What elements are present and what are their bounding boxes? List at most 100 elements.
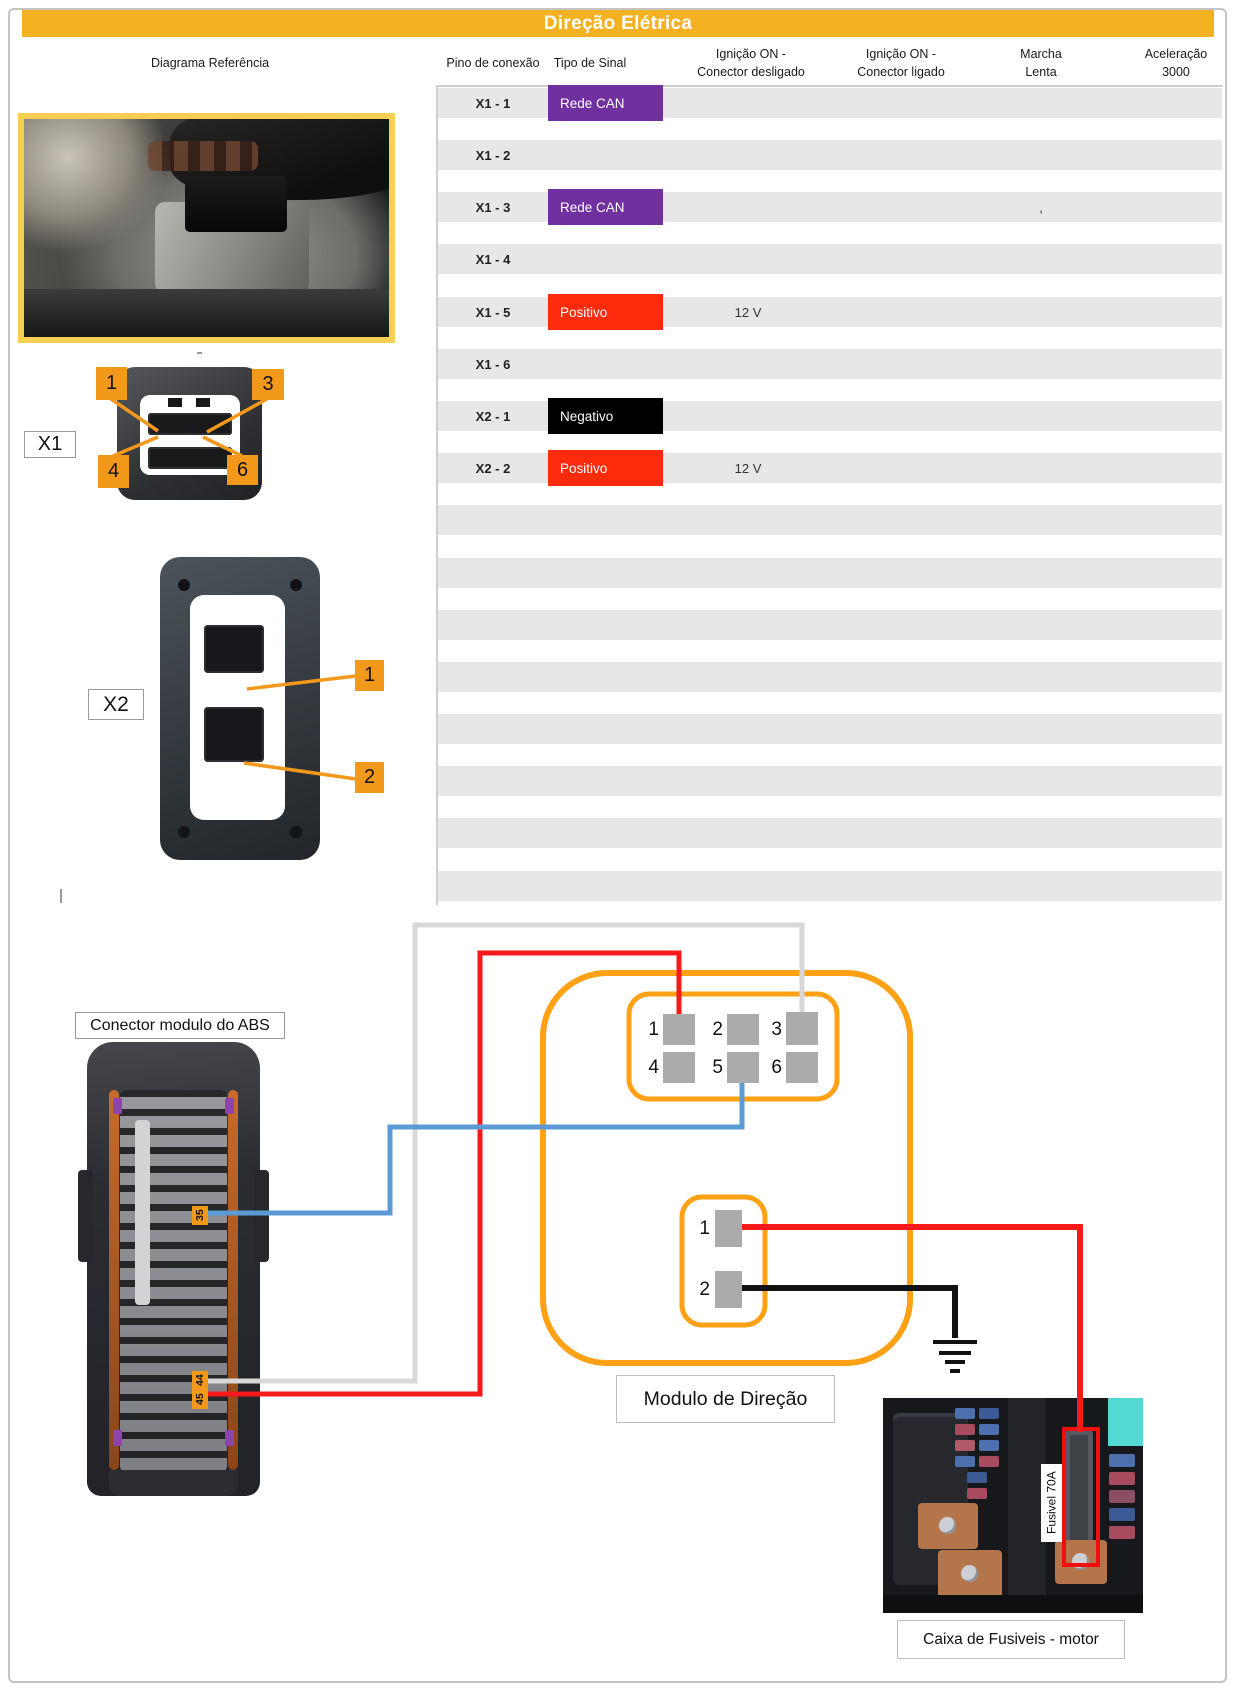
abs-pin-tag-44: 44 — [192, 1371, 208, 1390]
connector6-pin-number-4: 4 — [648, 1057, 659, 1078]
abs-violet-accent — [225, 1430, 234, 1446]
abs-key-channel — [135, 1120, 150, 1305]
engine-pipes — [148, 140, 258, 172]
pin-label: X1 - 6 — [475, 356, 511, 372]
table-row-x2-2: X2 - 2 Positivo 12 V — [438, 450, 1222, 486]
mini-fuse — [1109, 1472, 1135, 1485]
x2-terminal-2 — [204, 707, 264, 762]
motor-connector — [184, 175, 287, 233]
abs-ear-right — [254, 1170, 269, 1262]
table-row-x1-3: X1 - 3 Rede CAN , — [438, 189, 1222, 225]
mini-fuse — [967, 1472, 987, 1483]
fuse-highlight-outline — [1062, 1427, 1100, 1567]
x2-label: X2 — [88, 689, 144, 720]
abs-violet-accent — [113, 1430, 122, 1446]
ignicao-desligado-value: 12 V — [734, 460, 762, 476]
abs-connector-photo — [78, 1042, 269, 1496]
table-row-empty — [438, 662, 1222, 692]
signal-chip: Positivo — [548, 450, 663, 486]
column-header-ignicao-desligado: Ignição ON - Conector desligado — [697, 46, 805, 79]
x1-pin-tag-3: 3 — [252, 369, 284, 400]
mini-fuse — [955, 1408, 975, 1419]
x2-pin-tag-1: 1 — [355, 660, 384, 691]
section-divider — [436, 85, 438, 905]
x1-pin-tag-6: 6 — [227, 455, 258, 485]
x2-pin-tag-2: 2 — [355, 762, 384, 793]
table-row-x1-2: X1 - 2 — [438, 140, 1222, 170]
engine-bay-photo — [18, 113, 395, 343]
column-header-ignicao-ligado: Ignição ON - Conector ligado — [857, 46, 945, 79]
x2-bolt — [178, 826, 190, 838]
mini-fuse — [979, 1440, 999, 1451]
fusebox-bottom — [883, 1595, 1143, 1613]
connector6-pin-number-3: 3 — [771, 1019, 782, 1040]
engine-floor — [24, 289, 389, 337]
table-row-empty — [438, 871, 1222, 901]
column-header-sinal: Tipo de Sinal — [553, 55, 627, 70]
table-row-empty — [438, 766, 1222, 796]
mini-fuse — [979, 1408, 999, 1419]
abs-connector-label: Conector modulo do ABS — [75, 1012, 285, 1039]
terminal-bolt — [961, 1565, 978, 1582]
connector6-pin-number-2: 2 — [712, 1019, 723, 1040]
table-row-empty — [438, 610, 1222, 640]
fusebox-photo — [883, 1398, 1143, 1613]
column-header-pino: Pino de conexão — [446, 55, 540, 70]
table-row-empty — [438, 818, 1222, 848]
mini-fuse — [1109, 1454, 1135, 1467]
table-row-empty — [438, 505, 1222, 535]
x1-keying — [196, 398, 210, 407]
connector2-pin-number-2: 2 — [699, 1279, 710, 1300]
fuse-label: Fusivel 70A — [1041, 1464, 1062, 1542]
x2-bolt — [178, 579, 190, 591]
ignicao-desligado-value: 12 V — [734, 304, 762, 320]
fusebox-70a-slot — [1065, 1430, 1093, 1558]
mini-fuse — [955, 1424, 975, 1435]
connector2-pin-number-1: 1 — [699, 1218, 710, 1239]
table-row-x1-6: X1 - 6 — [438, 349, 1222, 379]
connector6-pin-number-6: 6 — [771, 1057, 782, 1078]
mini-fuse — [955, 1456, 975, 1467]
mini-fuse — [955, 1440, 975, 1451]
abs-seal-right — [228, 1090, 238, 1470]
fusebox-cyan-relay — [1108, 1398, 1143, 1446]
page-title: Direção Elétrica — [22, 10, 1214, 37]
steering-module-label: Modulo de Direção — [616, 1375, 835, 1423]
header-divider — [436, 85, 1223, 87]
x1-cavity — [140, 395, 240, 475]
table-row-x1-1: X1 - 1 Rede CAN — [438, 85, 1222, 121]
connector-x2-photo — [160, 557, 320, 860]
tick-mark — [197, 352, 202, 354]
pin-label: X1 - 2 — [475, 147, 511, 163]
x2-bolt — [290, 579, 302, 591]
table-row-empty — [438, 714, 1222, 744]
pin-label: X2 - 1 — [475, 408, 511, 424]
x1-keying — [168, 398, 182, 407]
x1-label: X1 — [24, 431, 76, 458]
page-border — [8, 8, 1227, 1683]
pin-label: X1 - 5 — [475, 304, 511, 320]
x1-terminal-row-top — [148, 413, 232, 435]
abs-pin-tag-45: 45 — [192, 1390, 208, 1409]
terminal-bolt — [939, 1517, 956, 1534]
abs-violet-accent — [225, 1098, 234, 1114]
mini-fuse — [1109, 1526, 1135, 1539]
column-header-diagrama: Diagrama Referência — [150, 55, 270, 70]
connector6-pin-number-1: 1 — [648, 1019, 659, 1040]
x2-bolt — [290, 826, 302, 838]
signal-chip: Negativo — [548, 398, 663, 434]
abs-foot — [109, 1470, 238, 1496]
table-row-x2-1: X2 - 1 Negativo — [438, 398, 1222, 434]
mini-fuse — [967, 1488, 987, 1499]
mini-fuse — [979, 1424, 999, 1435]
fusebox-column — [1008, 1398, 1046, 1613]
connector-x1-photo — [117, 367, 262, 500]
pin-label: X1 - 3 — [475, 199, 511, 215]
abs-seal-left — [109, 1090, 119, 1470]
table-row-empty — [438, 558, 1222, 588]
pin-label: X1 - 1 — [475, 95, 511, 111]
signal-chip: Positivo — [548, 294, 663, 330]
x1-pin-tag-1: 1 — [96, 367, 127, 400]
abs-ear-left — [78, 1170, 93, 1262]
